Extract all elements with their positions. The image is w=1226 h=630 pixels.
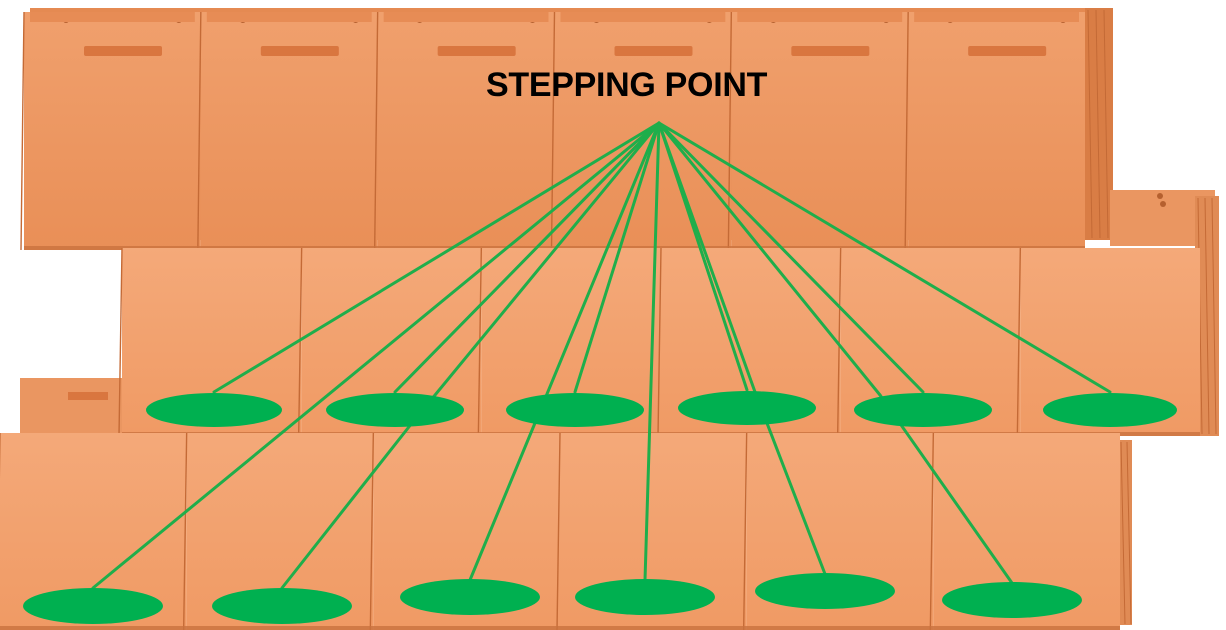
stepping-point-marker	[755, 573, 895, 609]
tile-lip	[383, 12, 549, 22]
middle-row-tile-divider	[297, 247, 303, 437]
connector-line-bottom	[91, 121, 661, 590]
connector-line-middle	[573, 121, 661, 394]
top-row-side-line	[1103, 9, 1109, 239]
top-row-tile-divider	[904, 11, 909, 251]
connector-line-bottom	[643, 121, 661, 582]
bottom-row-side-line	[1126, 441, 1132, 625]
stepping-point-marker	[146, 393, 282, 427]
tile-slot	[437, 46, 516, 56]
connector-lines-layer	[91, 121, 1112, 590]
tile-slot	[68, 392, 108, 400]
bottom-row-tile-divider	[929, 432, 935, 630]
top-row-side-line	[1087, 9, 1093, 239]
bottom-row-side-edge	[1118, 440, 1132, 625]
middle-row-tile-divider	[836, 247, 842, 437]
tile-lip	[30, 12, 195, 22]
connector-line-middle	[657, 121, 925, 394]
stepping-point-marker	[326, 393, 464, 427]
stepping-point-marker	[506, 393, 644, 427]
stepping-point-marker	[400, 579, 540, 615]
connector-line-middle	[212, 121, 661, 394]
tile-lip	[914, 12, 1079, 22]
bottom-row-tile-divider	[742, 432, 748, 630]
stepping-point-marker	[678, 391, 816, 425]
tile-slot	[84, 46, 162, 56]
middle-row-tile-divider	[657, 247, 662, 437]
connector-line-bottom	[280, 421, 414, 590]
tile-slot	[260, 46, 339, 56]
tile-slot	[614, 46, 693, 56]
stepping-point-marker	[23, 588, 163, 624]
middle-row-side-line	[1204, 197, 1210, 435]
connector-line-bottom	[878, 393, 1014, 585]
nail-hole	[1160, 201, 1166, 207]
stepping-point-marker	[575, 579, 715, 615]
connector-line-middle	[657, 121, 1112, 394]
connector-line-bottom	[468, 421, 537, 582]
tile-lip	[560, 12, 726, 22]
stepping-markers-layer	[23, 391, 1177, 624]
middle-row-tile-divider	[118, 247, 123, 437]
top-row-tile-divider	[197, 11, 202, 251]
tile-slot	[968, 46, 1047, 56]
bottom-row-side-line	[1120, 441, 1126, 625]
stepping-point-marker	[942, 582, 1082, 618]
bottom-row-tile-divider	[369, 432, 375, 630]
bottom-row-bottom-edge	[0, 626, 1120, 630]
stepping-point-marker	[212, 588, 352, 624]
top-row-tile-divider	[373, 11, 379, 251]
connector-line-middle	[393, 121, 661, 394]
tile-lip	[206, 12, 372, 22]
bottom-row-tile-divider	[556, 432, 561, 630]
middle-row-tile-divider	[1016, 247, 1022, 437]
connector-line-middle	[533, 121, 661, 425]
top-row-side-line	[1095, 9, 1101, 239]
tile-lip	[737, 12, 903, 22]
stepping-point-label: STEPPING POINT	[486, 66, 768, 104]
top-row-tile-divider	[20, 11, 25, 251]
bottom-row-back-layer	[20, 378, 130, 438]
bottom-row-tile-divider	[182, 432, 188, 630]
connector-line-middle	[410, 121, 661, 425]
stepping-point-marker	[1043, 393, 1177, 427]
connector-line-middle	[657, 121, 882, 397]
nail-hole	[1157, 193, 1163, 199]
middle-row-side-line	[1211, 197, 1217, 435]
stepping-point-marker	[854, 393, 992, 427]
tile-slot	[791, 46, 870, 56]
connector-line-middle	[657, 121, 757, 394]
